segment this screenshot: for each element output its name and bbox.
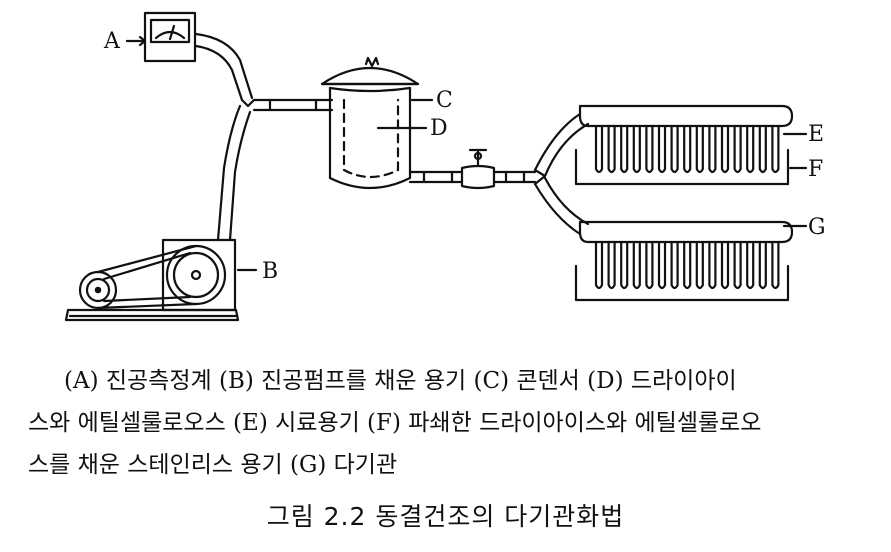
- freeze-drying-manifold-diagram: A B C D E F G: [64, 11, 826, 322]
- vacuum-gauge-A: [125, 11, 197, 63]
- manifold-tube: [645, 240, 654, 290]
- manifold-tube: [670, 240, 679, 290]
- sample-tube: [708, 124, 717, 174]
- legend-line-3: 스를 채운 스테인리스 용기 (G) 다기관: [28, 452, 398, 478]
- hose-gauge: [194, 32, 254, 102]
- manifold-G: [574, 220, 808, 302]
- label-B: B: [262, 259, 278, 284]
- sample-tube: [594, 124, 604, 174]
- sample-tube: [632, 124, 641, 174]
- hose-condenser: [240, 98, 334, 112]
- sample-tube: [670, 124, 679, 174]
- sample-tube: [771, 124, 780, 174]
- sample-tube: [695, 124, 704, 174]
- label-C: C: [436, 88, 453, 113]
- sample-tube: [645, 124, 654, 174]
- legend-line-1: (A) 진공측정계 (B) 진공펌프를 채운 용기 (C) 콘덴서 (D) 드라…: [64, 368, 737, 394]
- label-A: A: [103, 29, 121, 54]
- label-D: D: [430, 116, 448, 141]
- sample-tube: [733, 124, 742, 174]
- manifold-tube: [695, 240, 704, 290]
- manifold-tube: [771, 240, 780, 290]
- figure-legend: (A) 진공측정계 (B) 진공펌프를 채운 용기 (C) 콘덴서 (D) 드라…: [28, 360, 876, 486]
- sample-tube: [607, 124, 616, 174]
- manifold-branches: [533, 112, 590, 236]
- manifold-tube: [708, 240, 717, 290]
- vacuum-pump-B: [64, 238, 258, 322]
- sample-tube: [720, 124, 730, 174]
- sample-tube: [758, 124, 767, 174]
- manifold-tube: [746, 240, 755, 290]
- sample-tube: [683, 124, 692, 174]
- label-F: F: [808, 157, 823, 182]
- hose-pump: [216, 104, 252, 242]
- figure-title: 그림 2.2 동결건조의 다기관화법: [266, 502, 625, 531]
- manifold-tube: [733, 240, 742, 290]
- sample-tube: [657, 124, 667, 174]
- manifold-tube: [683, 240, 692, 290]
- manifold-tube: [620, 240, 629, 290]
- hose-valve: [408, 148, 537, 190]
- label-G: G: [808, 215, 826, 240]
- condenser-C: [320, 56, 434, 190]
- manifold-tube: [657, 240, 667, 290]
- sample-tube: [620, 124, 629, 174]
- sample-tube: [746, 124, 755, 174]
- manifold-tube: [594, 240, 604, 290]
- manifold-tube: [607, 240, 616, 290]
- label-E: E: [808, 122, 824, 147]
- manifold-tube: [720, 240, 730, 290]
- manifold-tube: [758, 240, 767, 290]
- sample-vessel-E: [578, 104, 808, 174]
- manifold-tube: [632, 240, 641, 290]
- stainless-container-F: [574, 148, 808, 186]
- legend-line-2: 스와 에틸셀룰로오스 (E) 시료용기 (F) 파쇄한 드라이아이스와 에틸셀룰…: [28, 410, 762, 436]
